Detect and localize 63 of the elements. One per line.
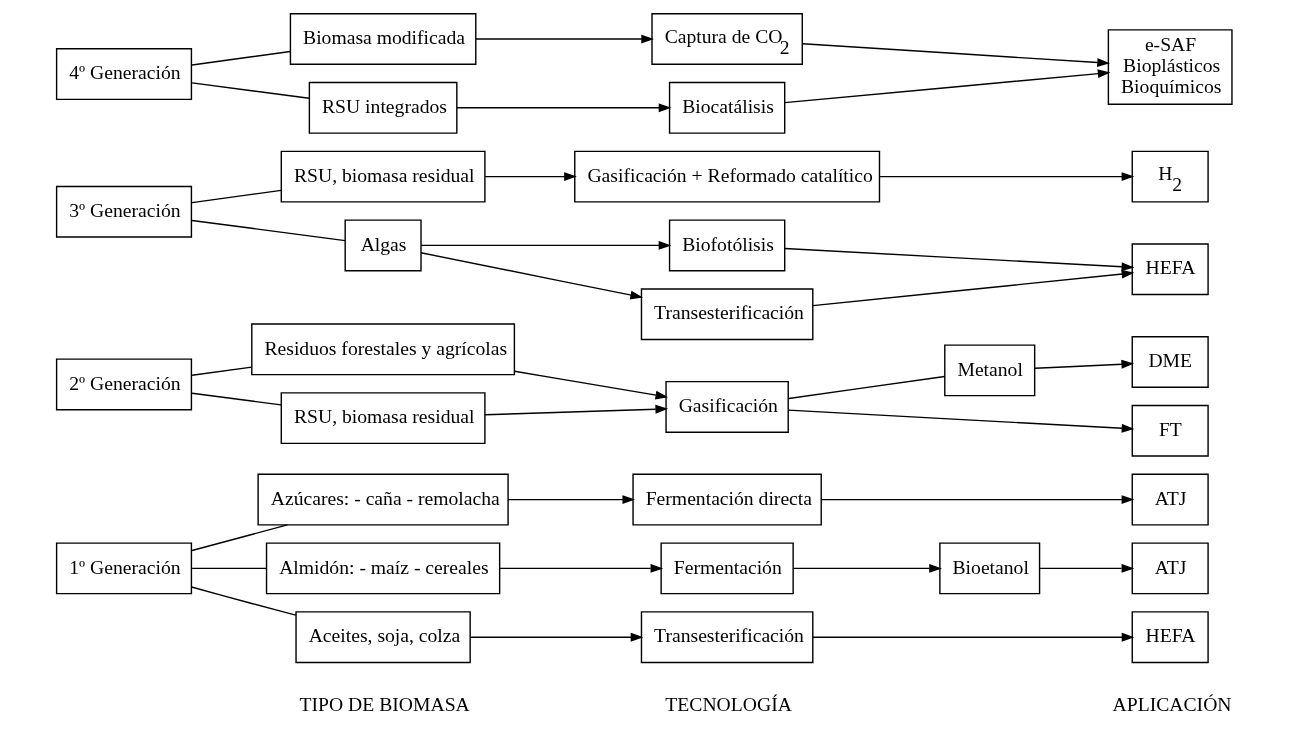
connector [787,375,945,400]
node-box: RSU integrados [308,81,457,134]
arrow [507,495,635,504]
node-box: Gasificación [664,380,789,433]
connector [190,586,296,616]
node-box: Azúcares: - caña - remolacha [256,473,509,526]
connector [190,392,282,406]
node-box: HEFA [1131,243,1209,296]
arrow [455,103,671,113]
arrow [469,632,643,642]
arrow [1033,359,1134,369]
node-box: RSU, biomasa residual [280,150,486,203]
node-box: ATJ [1131,542,1209,595]
node-box: Biocatálisis [668,81,785,134]
node-box: 4º Generación [55,48,192,101]
connector [190,567,267,570]
arrow [801,43,1110,67]
node-box: Fermentación [659,542,794,595]
arrow [419,252,643,300]
node-box: Fermentación directa [631,473,822,526]
node-box: DME [1131,336,1209,388]
arrow [513,370,668,400]
node-box: e-SAF Bioplásticos Bioquímicos [1107,29,1233,105]
node-box: 3º Generación [55,185,192,238]
connector [190,82,310,99]
node-box: FT [1131,404,1209,457]
arrow [483,404,668,416]
connector [190,189,282,204]
node-box: HEFA [1131,611,1209,664]
arrow [498,563,663,573]
node-box: 2º Generación [55,358,192,411]
node-box: 1º Generación [55,542,192,595]
connector [190,366,252,376]
node-box: Gasificación + Reformado catalítico [573,150,880,203]
label: TECNOLOGÍA [664,693,792,716]
node-box: RSU, biomasa residual [280,392,486,445]
arrow [474,34,654,44]
arrow [787,409,1134,433]
node-box: Biomasa modificada [289,13,476,65]
node-box: Biofotólisis [668,219,785,272]
node-box: Transesterificación [640,611,813,664]
arrow [811,269,1134,307]
node-box: Residuos forestales y agrícolas [250,323,515,376]
arrow [820,495,1134,504]
arrow [811,632,1134,642]
node-box: Transesterificación [640,288,813,341]
node-box: Almidón: - maíz - cereales [265,542,500,595]
node-box: Metanol [943,344,1035,397]
connector [190,219,346,242]
arrow [783,69,1110,104]
node-box: Aceites, soja, colza [294,611,471,664]
arrow [483,172,577,182]
arrow [1038,563,1134,573]
arrow [878,172,1134,182]
node-box: Algas [344,219,422,272]
label: TIPO DE BIOMASA [299,693,470,716]
arrow [783,247,1134,272]
label: APLICACIÓN [1112,693,1232,716]
node-box: Bioetanol [938,542,1040,595]
arrow [792,563,942,573]
node-box: ATJ [1131,473,1209,526]
arrow [419,241,671,250]
connector [190,50,291,66]
